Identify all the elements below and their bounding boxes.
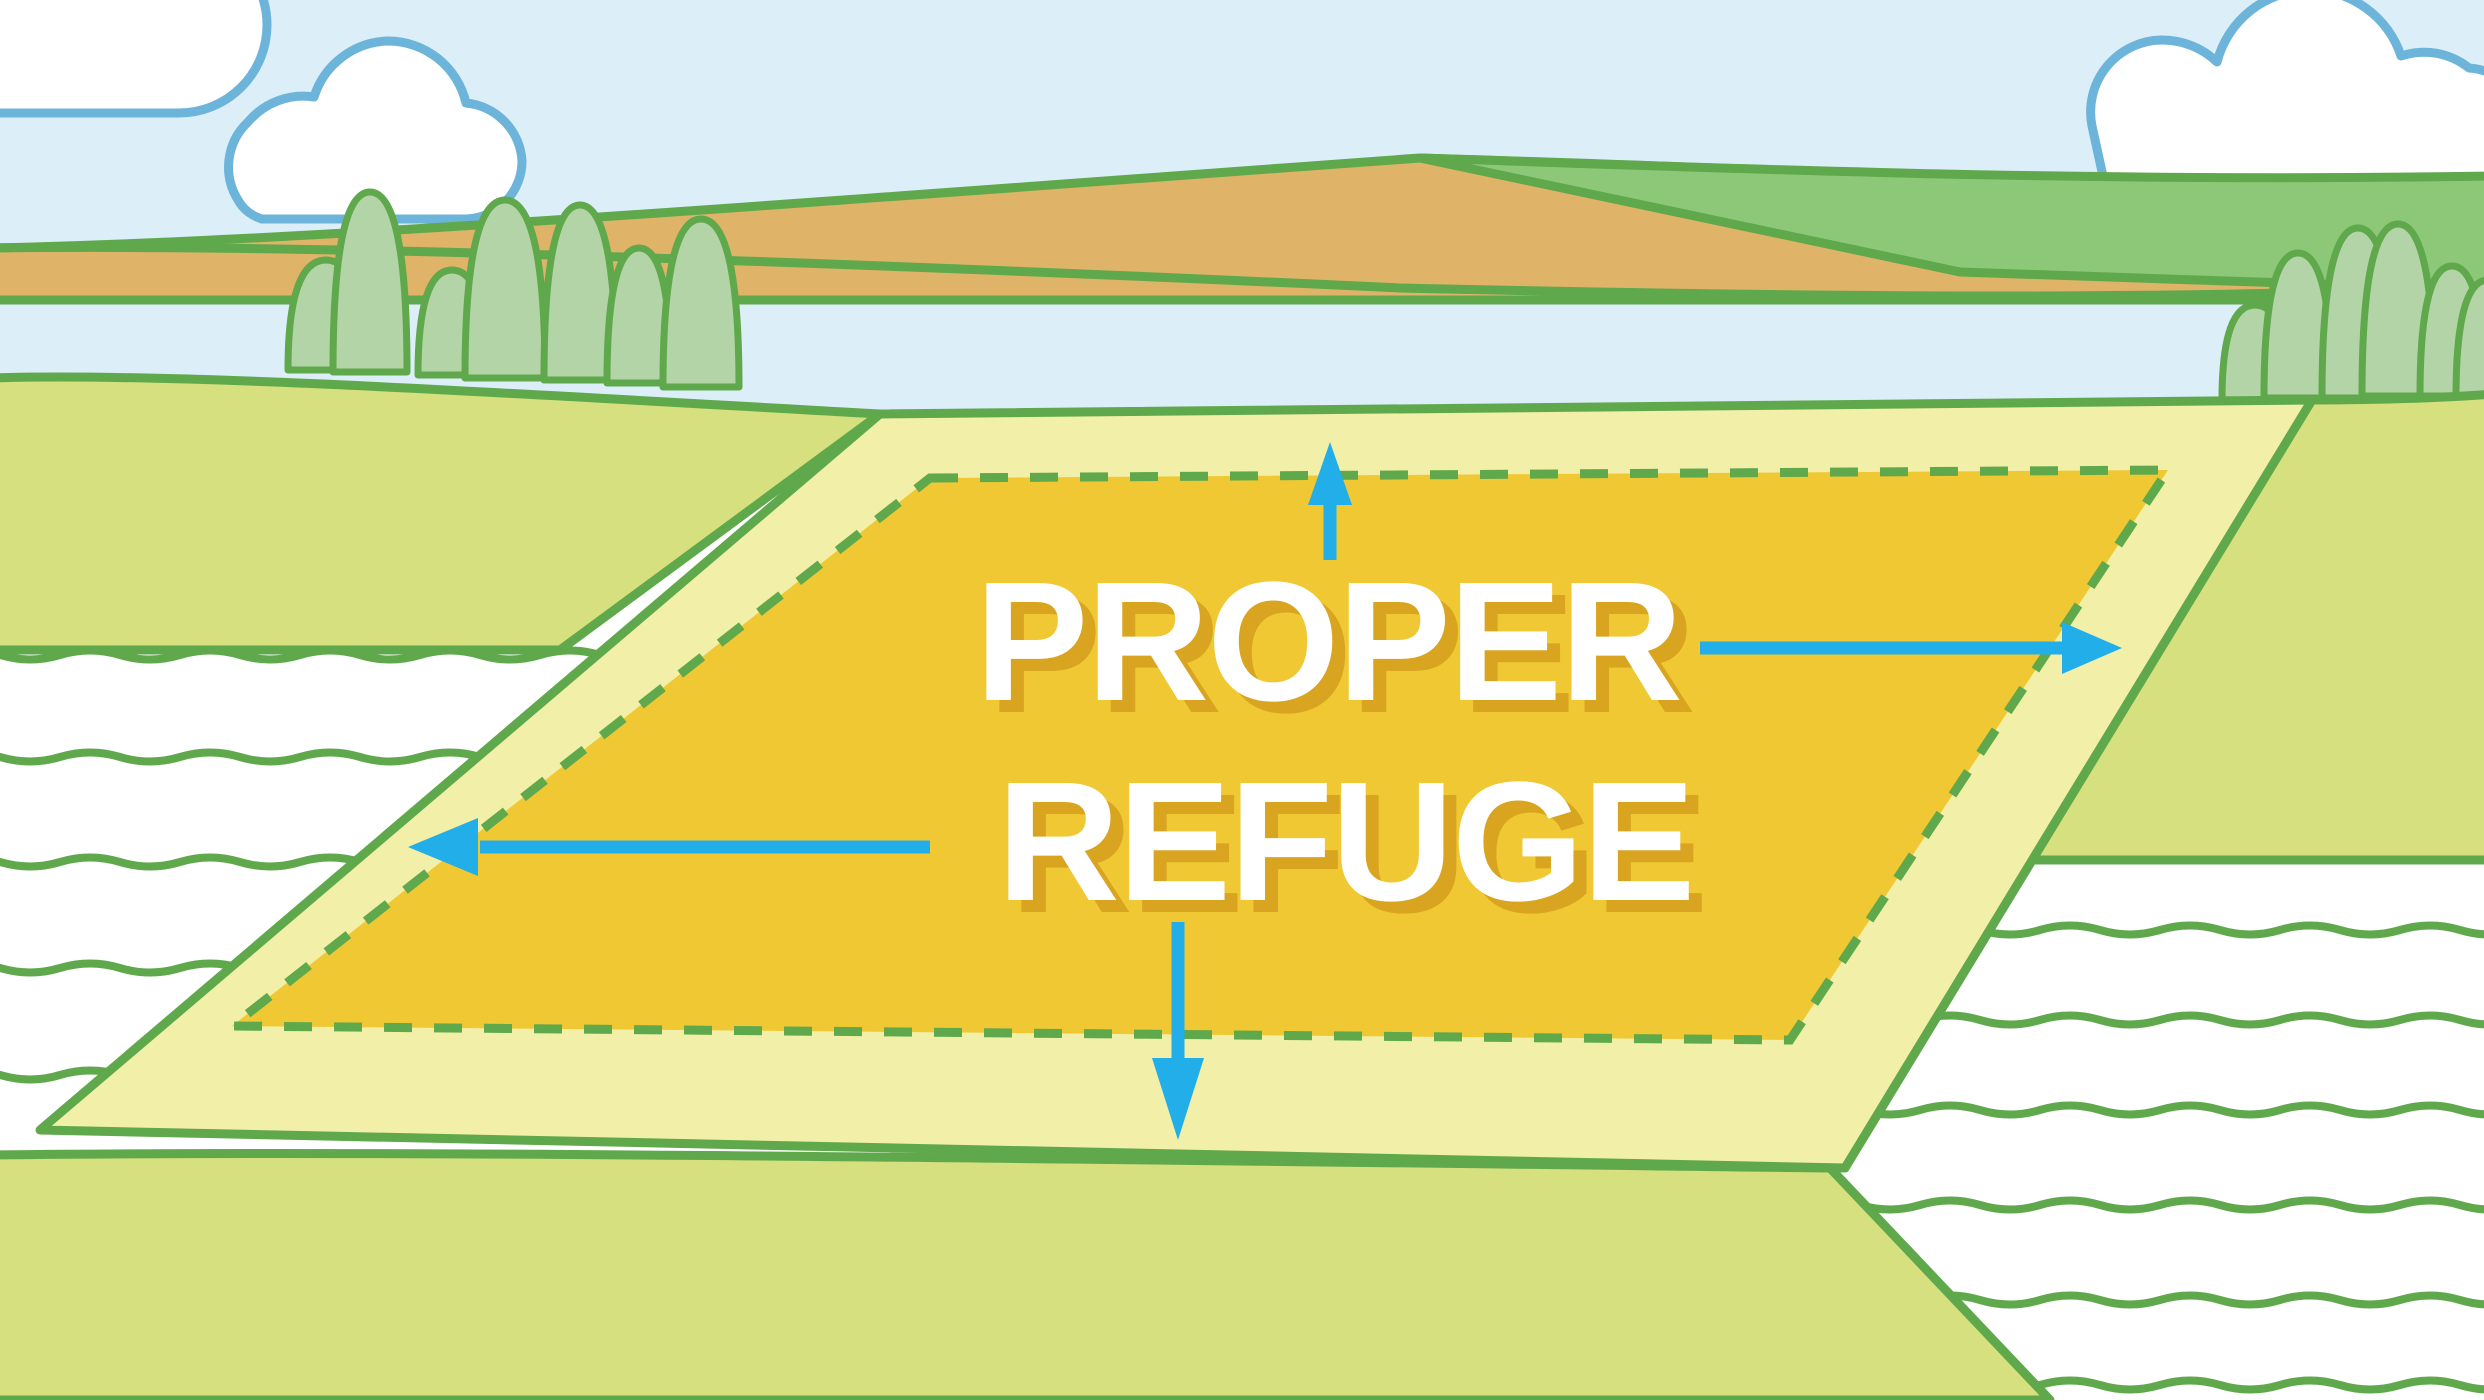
- refuge-core: [232, 470, 2168, 1040]
- refuge-label-line1-shadow: PROPER: [988, 559, 1694, 749]
- foreground-field-left: [0, 372, 885, 655]
- arrow-left: [408, 818, 930, 876]
- refuge-label-line2-shadow: REFUGE: [1010, 759, 1706, 949]
- arrow-right: [1700, 622, 2122, 674]
- arrow-up: [1308, 442, 1352, 560]
- foreground-field-right: [1985, 390, 2484, 865]
- arrow-down: [1152, 922, 1204, 1140]
- cloud-top-right: [2086, 0, 2484, 225]
- background-hill-green: [1415, 153, 2484, 295]
- hill-base-line: [0, 242, 2484, 301]
- foreground-field-bottom: [0, 1148, 2055, 1400]
- tree-cluster-left: [284, 188, 743, 391]
- cloud-top-left: [0, 0, 272, 118]
- refuge-label-line1: PROPER: [975, 547, 1681, 737]
- tree-cluster-right: [2218, 220, 2484, 404]
- refuge-label: PROPER PROPER REFUGE REFUGE: [975, 547, 1708, 949]
- refuge-label-line2: REFUGE: [997, 747, 1693, 937]
